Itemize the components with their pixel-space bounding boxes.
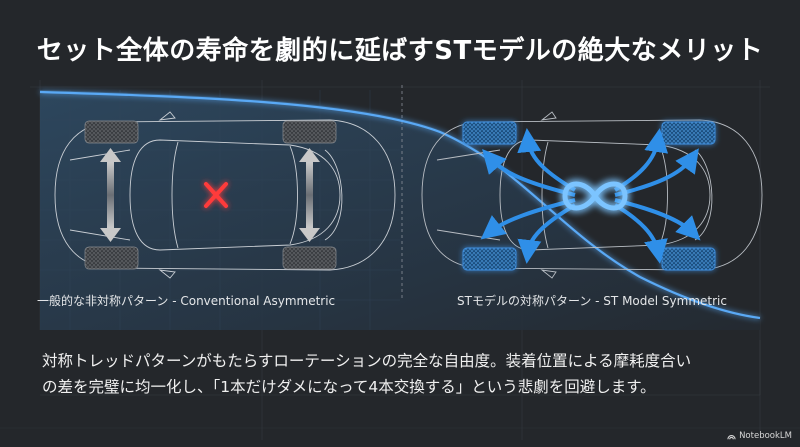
description-line-2: の差を完璧に均一化し、「1本だけダメになって4本交換する」という悲劇を回避します… — [42, 378, 656, 396]
brand-watermark: NotebookLM — [727, 431, 792, 441]
brand-label: NotebookLM — [739, 431, 792, 441]
tire-icon — [282, 246, 337, 270]
page-title: セット全体の寿命を劇的に延ばすSTモデルの絶大なメリット — [36, 36, 764, 66]
description-line-1: 対称トレッドパターンがもたらすローテーションの完全な自由度。装着位置による摩耗度… — [42, 352, 692, 370]
tire-icon — [282, 120, 337, 144]
tire-icon — [462, 121, 517, 145]
infinity-icon — [562, 181, 628, 211]
notebooklm-logo-icon — [727, 434, 736, 439]
red-x-icon — [204, 182, 228, 208]
vertical-double-arrow-icon — [100, 148, 320, 242]
tire-icon — [661, 121, 716, 145]
caption-conventional: 一般的な非対称パターン - Conventional Asymmetric — [37, 294, 336, 308]
tire-icon — [462, 247, 517, 271]
tire-icon — [661, 247, 716, 271]
tires-right — [462, 121, 716, 271]
tire-icon — [84, 120, 139, 144]
caption-st-model: STモデルの対称パターン - ST Model Symmetric — [457, 294, 727, 308]
description: 対称トレッドパターンがもたらすローテーションの完全な自由度。装着位置による摩耗度… — [42, 348, 762, 400]
tire-icon — [84, 246, 139, 270]
tires-left — [84, 120, 337, 270]
